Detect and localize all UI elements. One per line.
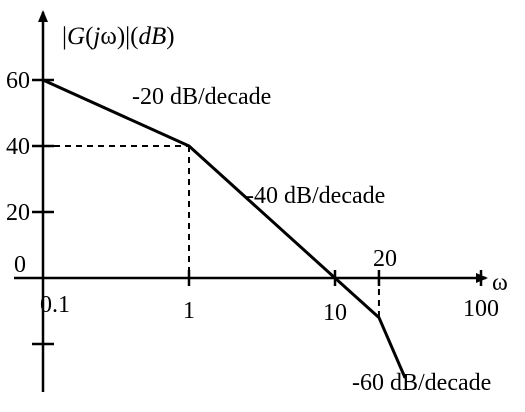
ylabel-part-7: ) [166,23,174,50]
ylabel-part-1: G [67,23,85,50]
ylabel-part-5: )|( [117,23,139,50]
x-tick-label-3: 20 [373,246,397,272]
slope-annotation-2: -60 dB/decade [352,370,491,396]
slope-annotation-1: -40 dB/decade [246,183,385,209]
y-tick-label-1: 40 [6,134,30,160]
x-tick-label-2: 10 [323,300,347,326]
y-tick-label-3: 0 [14,252,26,278]
y-axis-label: |G(jω)|(dB) [62,23,175,50]
y-tick-label-0: 60 [6,68,30,94]
x-tick-label-1: 1 [183,298,195,324]
x-tick-label-0: 0.1 [40,292,70,318]
ylabel-part-0: | [62,23,67,50]
magnitude-curve [41,78,407,379]
slope-annotation-0: -20 dB/decade [132,84,271,110]
ylabel-part-6: dB [138,23,166,50]
ylabel-part-3: j [90,23,100,50]
x-tick-label-4: 100 [463,296,499,322]
ylabel-part-4: ω [100,23,116,50]
y-tick-label-2: 20 [6,200,30,226]
x-axis-label: ω [492,270,508,296]
ylabel-part-2: ( [85,23,93,50]
